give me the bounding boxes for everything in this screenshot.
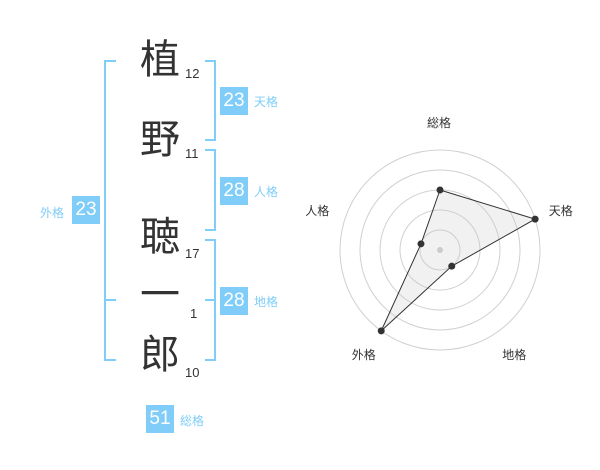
jinkaku-label: 人格 [254, 185, 279, 199]
chikaku-value: 28 [220, 287, 248, 315]
gaikaku-value: 23 [72, 196, 100, 224]
name-char: 植 [140, 37, 180, 83]
stroke-count: 10 [185, 365, 200, 380]
radar-axis-label: 外格 [351, 347, 376, 362]
bracket-tick [205, 239, 216, 241]
bracket-tick [205, 299, 216, 301]
radar-ring [339, 149, 541, 351]
gaikaku-bracket [104, 60, 106, 360]
bracket-tick [205, 60, 216, 62]
radar-point [436, 186, 444, 194]
stroke-count: 17 [185, 246, 200, 261]
tenkaku-label: 天格 [254, 95, 279, 109]
radar-axis-label: 天格 [548, 204, 573, 219]
stroke-count: 1 [190, 306, 198, 321]
soukaku-label: 総格 [180, 414, 205, 428]
bracket-tick [104, 359, 116, 361]
soukaku-value: 51 [146, 405, 174, 433]
tenkaku-value: 23 [220, 87, 248, 115]
radar-axis-label: 総格 [427, 116, 452, 130]
jinkaku-bracket [214, 149, 216, 230]
bracket-tick [104, 60, 116, 62]
radar-point [531, 215, 539, 223]
stroke-count: 12 [185, 66, 200, 81]
radar-point [377, 327, 385, 335]
radar-point [417, 240, 425, 248]
radar-axis-label: 人格 [305, 204, 330, 219]
name-char: 聴 [140, 214, 180, 260]
radar-center [437, 247, 443, 253]
chikaku-label: 地格 [254, 295, 279, 309]
radar-ring [359, 169, 521, 331]
radar-ring [419, 229, 461, 271]
name-char: 野 [140, 117, 180, 163]
gaikaku-label: 外格 [40, 206, 65, 220]
name-char: 郎 [140, 332, 180, 378]
bracket-tick [104, 299, 116, 301]
radar-area [380, 189, 537, 332]
jinkaku-value: 28 [220, 177, 248, 205]
bracket-tick [205, 229, 216, 231]
tenkaku-bracket [214, 60, 216, 140]
bracket-tick [205, 149, 216, 151]
radar-point [448, 262, 456, 270]
stroke-count: 11 [185, 146, 199, 161]
radar-axis-label: 地格 [502, 347, 527, 362]
bracket-tick [205, 359, 216, 361]
name-char: 一 [140, 272, 180, 318]
bracket-tick [205, 139, 216, 141]
